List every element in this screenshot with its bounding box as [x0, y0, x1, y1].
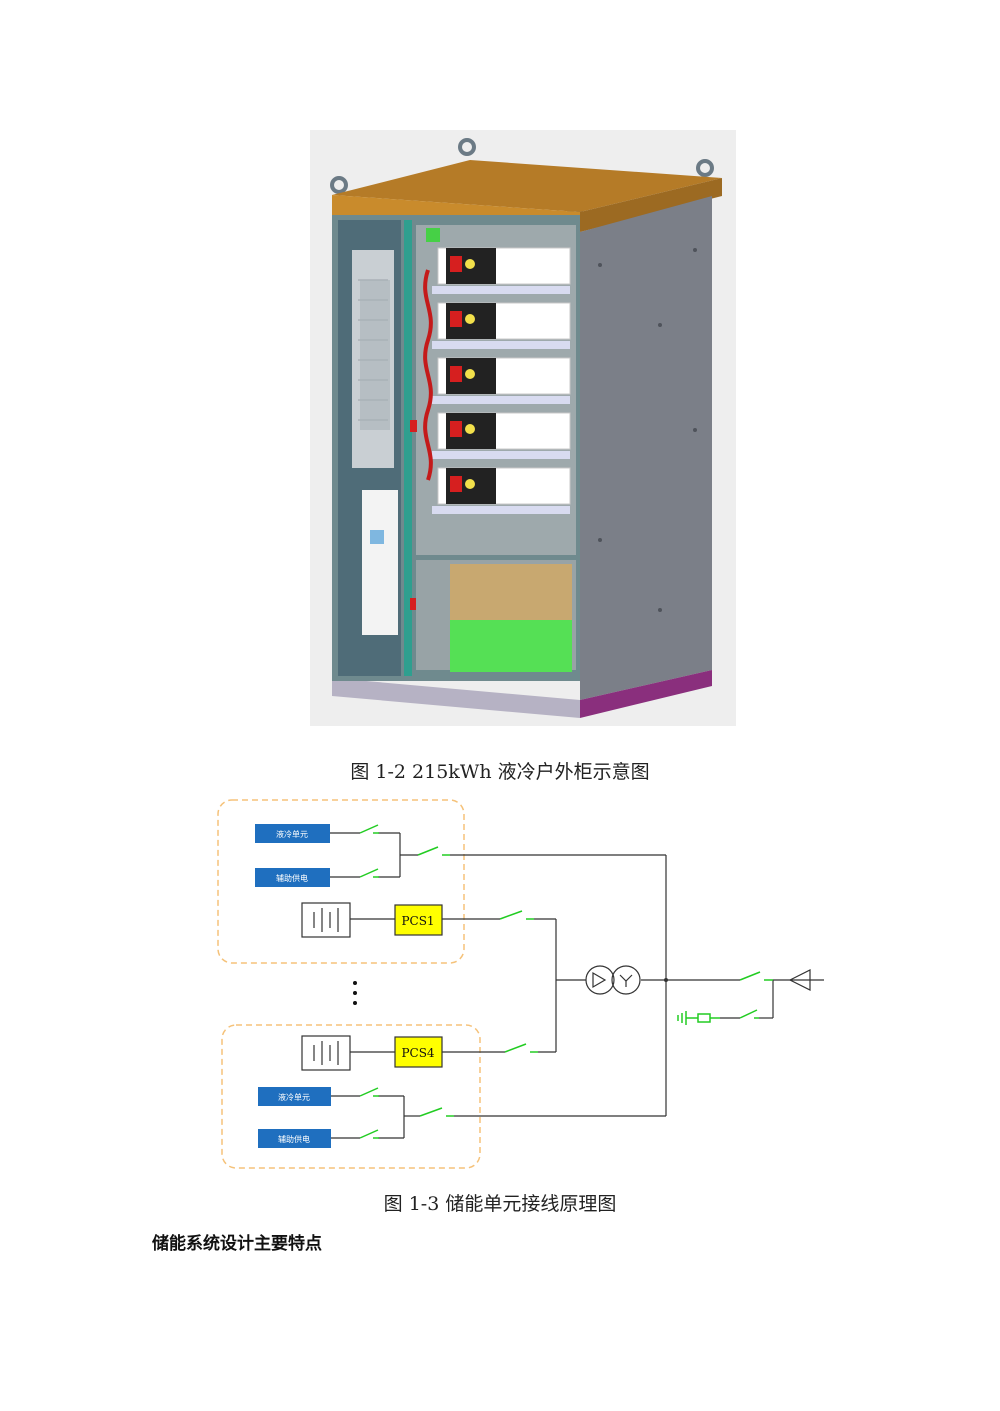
battery-module — [432, 412, 571, 459]
wiring-schematic-diagram: 液冷单元 辅助供电 PCS1 — [217, 799, 824, 1169]
breaker-switch-icon — [359, 868, 379, 878]
liquid-cooling-unit-label: 液冷单元 — [276, 829, 308, 839]
breaker-switch-icon — [417, 846, 450, 856]
cooling-module — [450, 620, 572, 672]
figure-caption: 图 1-3 储能单元接线原理图 — [383, 1193, 617, 1215]
battery-icon — [301, 1035, 351, 1071]
pcs-label: PCS1 — [401, 914, 434, 928]
breaker-switch-icon — [739, 1009, 759, 1019]
section-heading: 储能系统设计主要特点 — [152, 1234, 322, 1254]
liquid-cooling-unit-box — [255, 824, 330, 843]
cabinet-roof — [332, 160, 722, 212]
cabinet-base — [332, 678, 580, 718]
storage-unit-frame — [217, 799, 465, 964]
aux-power-box — [258, 1129, 331, 1148]
battery-module-list — [432, 247, 571, 514]
figure-caption: 图 1-2 215kWh 液冷户外柜示意图 — [350, 761, 650, 783]
battery-module — [432, 247, 571, 294]
battery-module — [432, 467, 571, 514]
power-cable — [423, 269, 433, 481]
storage-unit-frame — [221, 1024, 481, 1169]
breaker-switch-icon — [359, 824, 379, 834]
electrical-panel — [362, 490, 398, 635]
cabinet-side-panel — [580, 196, 712, 700]
grid-connection-icon — [788, 969, 811, 991]
pcs-box — [394, 904, 443, 936]
lifting-eye-icon — [330, 138, 714, 216]
liquid-cooling-unit-box — [258, 1087, 331, 1106]
breaker-switch-icon — [359, 1087, 379, 1097]
breaker-switch-icon — [739, 971, 773, 981]
breaker-switch-icon — [504, 1043, 538, 1053]
aux-power-label: 辅助供电 — [278, 1134, 310, 1144]
liquid-cooling-unit-label: 液冷单元 — [278, 1092, 310, 1102]
outdoor-cabinet-illustration — [310, 130, 736, 726]
pcs-label: PCS4 — [401, 1046, 434, 1060]
breaker-switch-icon — [499, 910, 534, 920]
transformer-icon — [585, 965, 641, 995]
breaker-switch-icon — [419, 1107, 454, 1117]
pcs-module — [450, 564, 572, 622]
grounding-icon — [677, 1011, 720, 1025]
ellipsis-dots — [353, 981, 357, 1005]
battery-module — [432, 357, 571, 404]
breaker-switch-icon — [359, 1129, 379, 1139]
aux-power-label: 辅助供电 — [276, 873, 308, 883]
battery-module — [432, 302, 571, 349]
battery-icon — [301, 902, 351, 938]
aux-power-box — [255, 868, 330, 887]
